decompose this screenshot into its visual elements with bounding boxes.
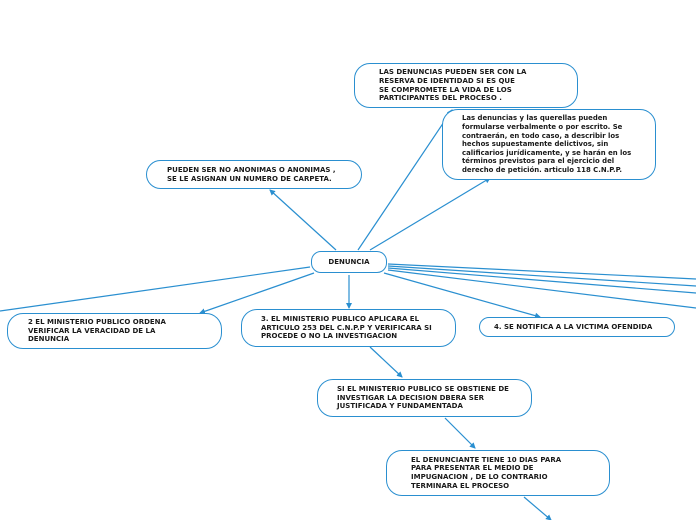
edge-impugnacion-to-next bbox=[523, 496, 552, 520]
node-formulacion-text: Las denuncias y las querellas pueden for… bbox=[462, 114, 632, 174]
node-denuncia[interactable]: DENUNCIA bbox=[311, 251, 387, 273]
node-denuncia-label: DENUNCIA bbox=[328, 257, 370, 266]
node-articulo-253[interactable]: 3. EL MINISTERIO PUBLICO APLICARA EL ART… bbox=[241, 309, 456, 347]
edge-root-to-veracidad bbox=[199, 272, 315, 315]
edge-root-to-reserva bbox=[357, 109, 453, 251]
node-reserva-identidad[interactable]: LAS DENUNCIAS PUEDEN SER CON LA RESERVA … bbox=[354, 63, 578, 108]
edge-root-to-right-offscreen-1 bbox=[387, 263, 696, 280]
node-formulacion[interactable]: Las denuncias y las querellas pueden for… bbox=[442, 109, 656, 180]
edge-articulo253-to-obstiene bbox=[369, 346, 403, 378]
node-articulo-253-text: 3. EL MINISTERIO PUBLICO APLICARA EL ART… bbox=[261, 315, 432, 341]
node-notifica-victima-text: 4. SE NOTIFICA A LA VICTIMA OFENDIDA bbox=[494, 322, 653, 331]
node-anonimas[interactable]: PUEDEN SER NO ANONIMAS O ANONIMAS , SE L… bbox=[146, 160, 362, 189]
node-verificar-veracidad-text: 2 EL MINISTERIO PUBLICO ORDENA VERIFICAR… bbox=[28, 318, 166, 344]
edge-root-to-formular bbox=[369, 177, 491, 251]
edge-root-to-left-offscreen bbox=[0, 266, 311, 312]
node-reserva-identidad-text: LAS DENUNCIAS PUEDEN SER CON LA RESERVA … bbox=[379, 68, 527, 103]
node-se-obstiene-text: SI EL MINISTERIO PUBLICO SE OBSTIENE DE … bbox=[337, 385, 509, 411]
node-notifica-victima[interactable]: 4. SE NOTIFICA A LA VICTIMA OFENDIDA bbox=[479, 317, 675, 337]
edge-root-to-anonimas bbox=[269, 189, 337, 251]
node-se-obstiene[interactable]: SI EL MINISTERIO PUBLICO SE OBSTIENE DE … bbox=[317, 379, 532, 417]
edge-root-to-right-offscreen-3 bbox=[387, 267, 696, 294]
edge-root-to-right-offscreen-4 bbox=[387, 269, 696, 309]
node-anonimas-text: PUEDEN SER NO ANONIMAS O ANONIMAS , SE L… bbox=[167, 165, 336, 183]
node-verificar-veracidad[interactable]: 2 EL MINISTERIO PUBLICO ORDENA VERIFICAR… bbox=[7, 313, 222, 349]
edge-root-to-victima bbox=[383, 272, 541, 319]
node-impugnacion[interactable]: EL DENUNCIANTE TIENE 10 DIAS PARA PARA P… bbox=[386, 450, 610, 496]
edge-obstiene-to-impugnacion bbox=[444, 417, 476, 449]
edge-root-to-right-offscreen-2 bbox=[387, 265, 696, 287]
node-impugnacion-text: EL DENUNCIANTE TIENE 10 DIAS PARA PARA P… bbox=[411, 455, 562, 490]
